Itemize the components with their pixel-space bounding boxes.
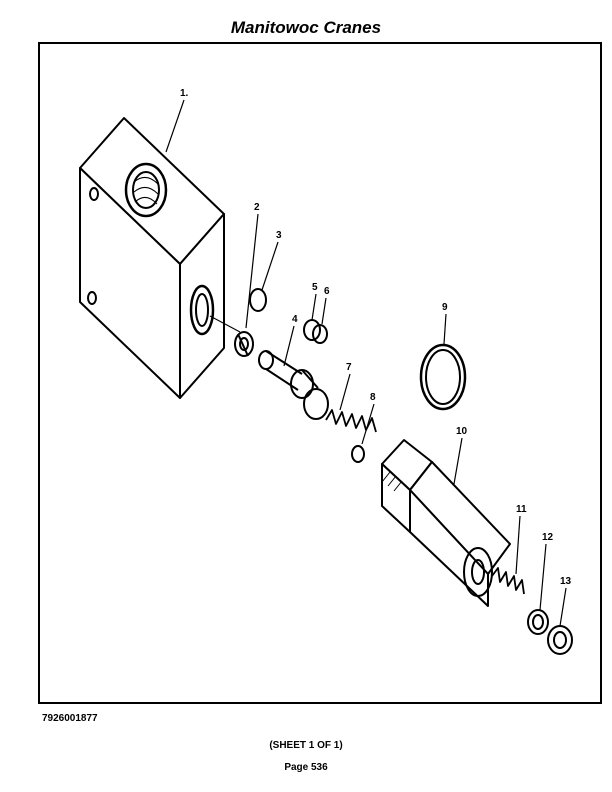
part-5-ring [303, 319, 321, 341]
part-13-plug [547, 625, 573, 655]
callout-12: 12 [542, 532, 554, 543]
part-4-poppet [258, 350, 329, 420]
part-3-oring [249, 288, 267, 312]
callout-5: 5 [312, 282, 318, 293]
callout-13: 13 [560, 576, 572, 587]
page-title: Manitowoc Cranes [230, 18, 382, 37]
part-11-spring [491, 567, 525, 595]
exploded-parts-diagram: 1. 2 3 4 5 6 7 8 9 10 11 12 13 [79, 88, 573, 655]
callout-8: 8 [370, 392, 376, 403]
callout-7: 7 [346, 362, 352, 373]
diagram-frame: 1. 2 3 4 5 6 7 8 9 10 11 12 13 [38, 42, 602, 704]
part-6-ring [312, 324, 328, 344]
callout-2: 2 [254, 202, 260, 213]
callout-4: 4 [292, 314, 298, 325]
callout-11: 11 [516, 504, 527, 515]
callout-1: 1. [180, 88, 189, 99]
part-10-cartridge [381, 439, 511, 607]
part-8-ring [351, 445, 365, 463]
part-9-oring [419, 343, 467, 411]
callout-3: 3 [276, 230, 282, 241]
valve-block [79, 117, 225, 399]
part-2-seat [234, 331, 254, 357]
page-number: Page 536 [284, 762, 328, 773]
callout-6: 6 [324, 286, 330, 297]
part-12-poppet [527, 609, 549, 635]
callout-9: 9 [442, 302, 448, 313]
sheet-label: (SHEET 1 OF 1) [269, 740, 343, 751]
callout-10: 10 [456, 426, 468, 437]
document-number: 7926001877 [42, 713, 98, 724]
